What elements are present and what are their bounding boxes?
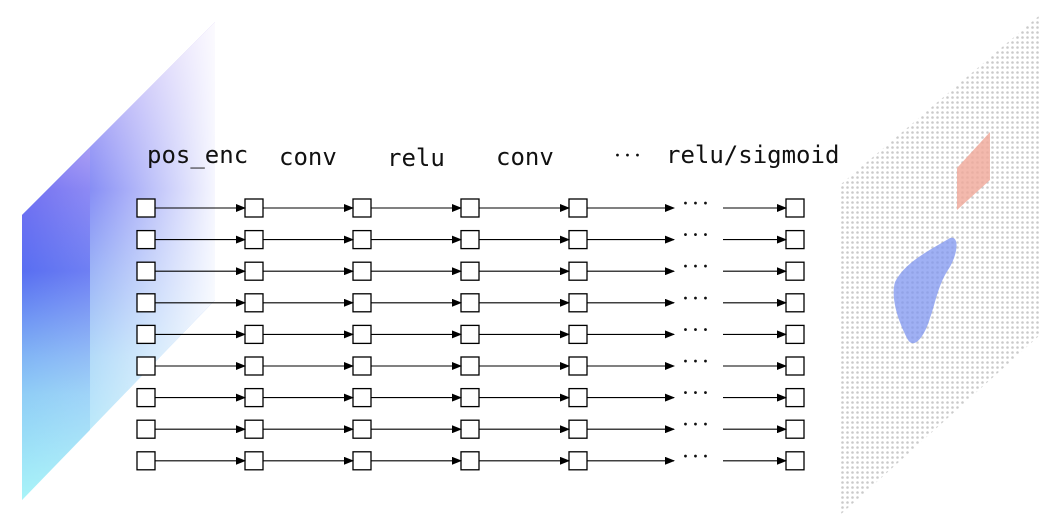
- layer-label-pos-enc: pos_enc: [147, 141, 248, 169]
- neuron-node: [244, 387, 264, 408]
- network-row: ···: [136, 287, 805, 313]
- row-ellipsis: ···: [682, 255, 712, 280]
- network-row: ···: [136, 318, 805, 345]
- row-ellipsis: ···: [682, 318, 712, 343]
- layer-label-conv-2: conv: [496, 143, 554, 171]
- neuron-node: [352, 387, 372, 408]
- neuron-node: [136, 419, 156, 439]
- neuron-node: [568, 419, 588, 439]
- row-ellipsis: ···: [682, 287, 712, 312]
- neuron-node: [244, 229, 264, 250]
- neuron-node: [244, 198, 264, 218]
- neuron-node: [460, 419, 480, 439]
- neuron-node: [460, 229, 480, 250]
- neuron-node: [460, 324, 480, 345]
- neuron-node: [244, 419, 264, 439]
- neuron-node: [460, 387, 480, 408]
- neuron-node: [460, 356, 480, 376]
- neuron-node: [568, 293, 588, 313]
- network-row: ···: [136, 224, 805, 250]
- network-row: ···: [136, 192, 805, 218]
- neuron-node: [568, 198, 588, 218]
- neuron-node: [785, 451, 805, 471]
- neuron-node: [352, 451, 372, 471]
- layer-label-conv-1: conv: [279, 143, 337, 171]
- row-ellipsis: ···: [682, 445, 712, 470]
- neuron-node: [244, 451, 264, 471]
- output-blob-red: [957, 132, 990, 210]
- neuron-node: [785, 419, 805, 439]
- neuron-node: [785, 261, 805, 281]
- neuron-node: [136, 451, 156, 471]
- row-ellipsis: ···: [682, 224, 712, 249]
- neuron-node: [568, 387, 588, 408]
- neuron-node: [352, 198, 372, 218]
- neuron-node: [460, 261, 480, 281]
- neuron-node: [460, 451, 480, 471]
- neuron-node: [352, 419, 372, 439]
- neuron-node: [136, 356, 156, 376]
- neuron-node: [136, 293, 156, 313]
- neuron-node: [136, 261, 156, 281]
- neuron-node: [568, 261, 588, 281]
- neuron-node: [352, 324, 372, 345]
- output-point-plane: [840, 15, 1040, 515]
- neuron-node: [785, 229, 805, 250]
- neuron-node: [244, 261, 264, 281]
- neuron-node: [785, 324, 805, 345]
- row-ellipsis: ···: [682, 192, 712, 217]
- network-grid: ··· ··· ··· ··· ··· ··· ··· ··· ···: [136, 192, 805, 471]
- neuron-node: [136, 229, 156, 250]
- neuron-node: [568, 451, 588, 471]
- neuron-node: [352, 356, 372, 376]
- layer-label-relu-sigmoid: relu/sigmoid: [666, 141, 839, 169]
- neuron-node: [460, 198, 480, 218]
- network-row: ···: [136, 413, 805, 439]
- neuron-node: [785, 356, 805, 376]
- network-row: ···: [136, 382, 805, 408]
- neuron-node: [244, 356, 264, 376]
- layer-label-relu: relu: [387, 144, 445, 172]
- neuron-node: [244, 324, 264, 345]
- network-row: ···: [136, 255, 805, 281]
- neuron-node: [352, 229, 372, 250]
- neuron-node: [460, 293, 480, 313]
- neuron-node: [352, 293, 372, 313]
- neuron-node: [785, 387, 805, 408]
- neuron-node: [244, 293, 264, 313]
- network-row: ···: [136, 445, 805, 471]
- row-ellipsis: ···: [682, 413, 712, 438]
- neuron-node: [568, 324, 588, 345]
- neuron-node: [352, 261, 372, 281]
- neuron-node: [136, 387, 156, 408]
- neuron-node: [785, 293, 805, 313]
- row-ellipsis: ···: [682, 350, 712, 375]
- neuron-node: [136, 198, 156, 218]
- neuron-node: [785, 198, 805, 218]
- output-blob-blue: [893, 237, 957, 344]
- network-row: ···: [136, 350, 805, 376]
- header-ellipsis: ···: [614, 144, 644, 169]
- row-ellipsis: ···: [682, 382, 712, 407]
- neuron-node: [568, 229, 588, 250]
- layer-labels: pos_enc conv relu conv ··· relu/sigmoid: [147, 141, 839, 172]
- neuron-node: [136, 324, 156, 345]
- input-feature-plane: [22, 22, 215, 500]
- neuron-node: [568, 356, 588, 376]
